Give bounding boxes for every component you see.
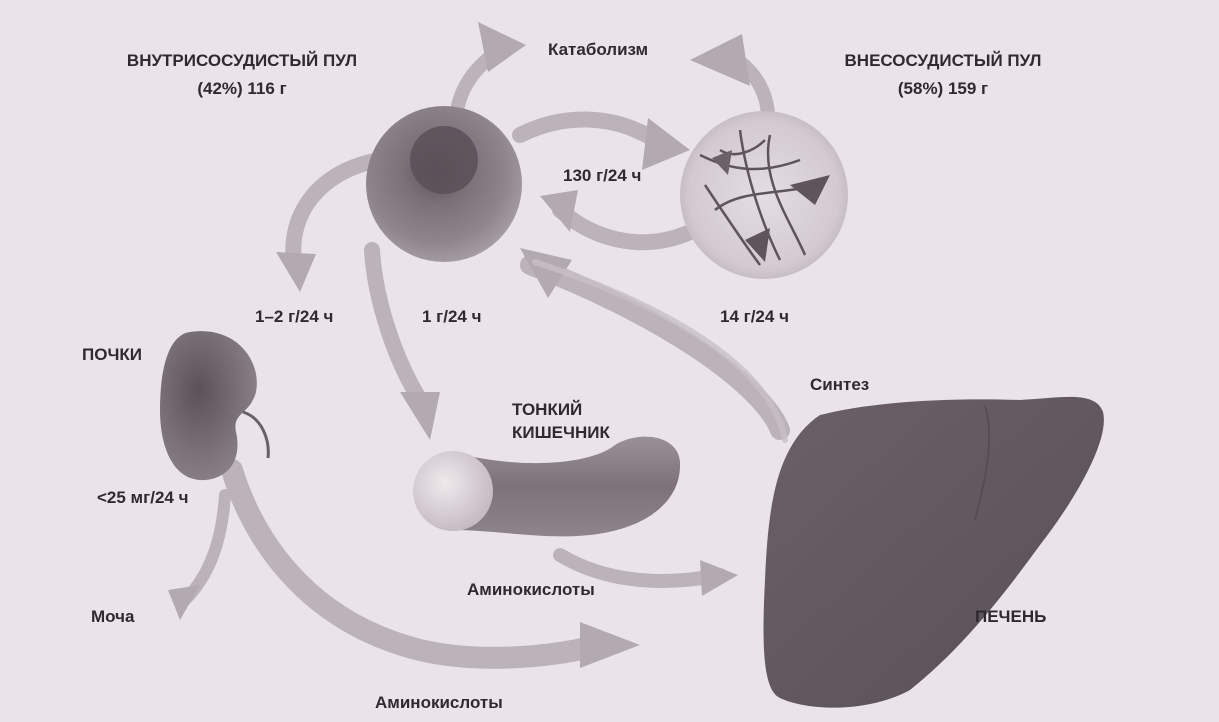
synthesis-label: Синтез xyxy=(810,375,869,395)
intestine-rate-label: 1 г/24 ч xyxy=(422,307,481,327)
exchange-rate-label: 130 г/24 ч xyxy=(563,166,641,186)
liver-label: ПЕЧЕНЬ xyxy=(975,607,1046,627)
extravascular-pool-cell xyxy=(680,111,848,279)
small-intestine-label-line2: КИШЕЧНИК xyxy=(512,423,610,443)
urine-label: Моча xyxy=(91,607,134,627)
intravascular-pool-value: (42%) 116 г xyxy=(112,78,372,99)
extravascular-rate-label: 14 г/24 ч xyxy=(720,307,789,327)
catabolism-label: Катаболизм xyxy=(548,40,648,60)
extravascular-pool-title: ВНЕСОСУДИСТЫЙ ПУЛ xyxy=(818,50,1068,71)
intravascular-pool-title: ВНУТРИСОСУДИСТЫЙ ПУЛ xyxy=(112,50,372,71)
kidney-rate-label: 1–2 г/24 ч xyxy=(255,307,333,327)
urine-rate-label: <25 мг/24 ч xyxy=(97,488,188,508)
amino-acids-intestine-label: Аминокислоты xyxy=(467,580,595,600)
amino-acids-kidney-label: Аминокислоты xyxy=(375,693,503,713)
extravascular-pool-value: (58%) 159 г xyxy=(818,78,1068,99)
small-intestine-label-line1: ТОНКИЙ xyxy=(512,400,582,420)
kidneys-label: ПОЧКИ xyxy=(82,345,142,365)
